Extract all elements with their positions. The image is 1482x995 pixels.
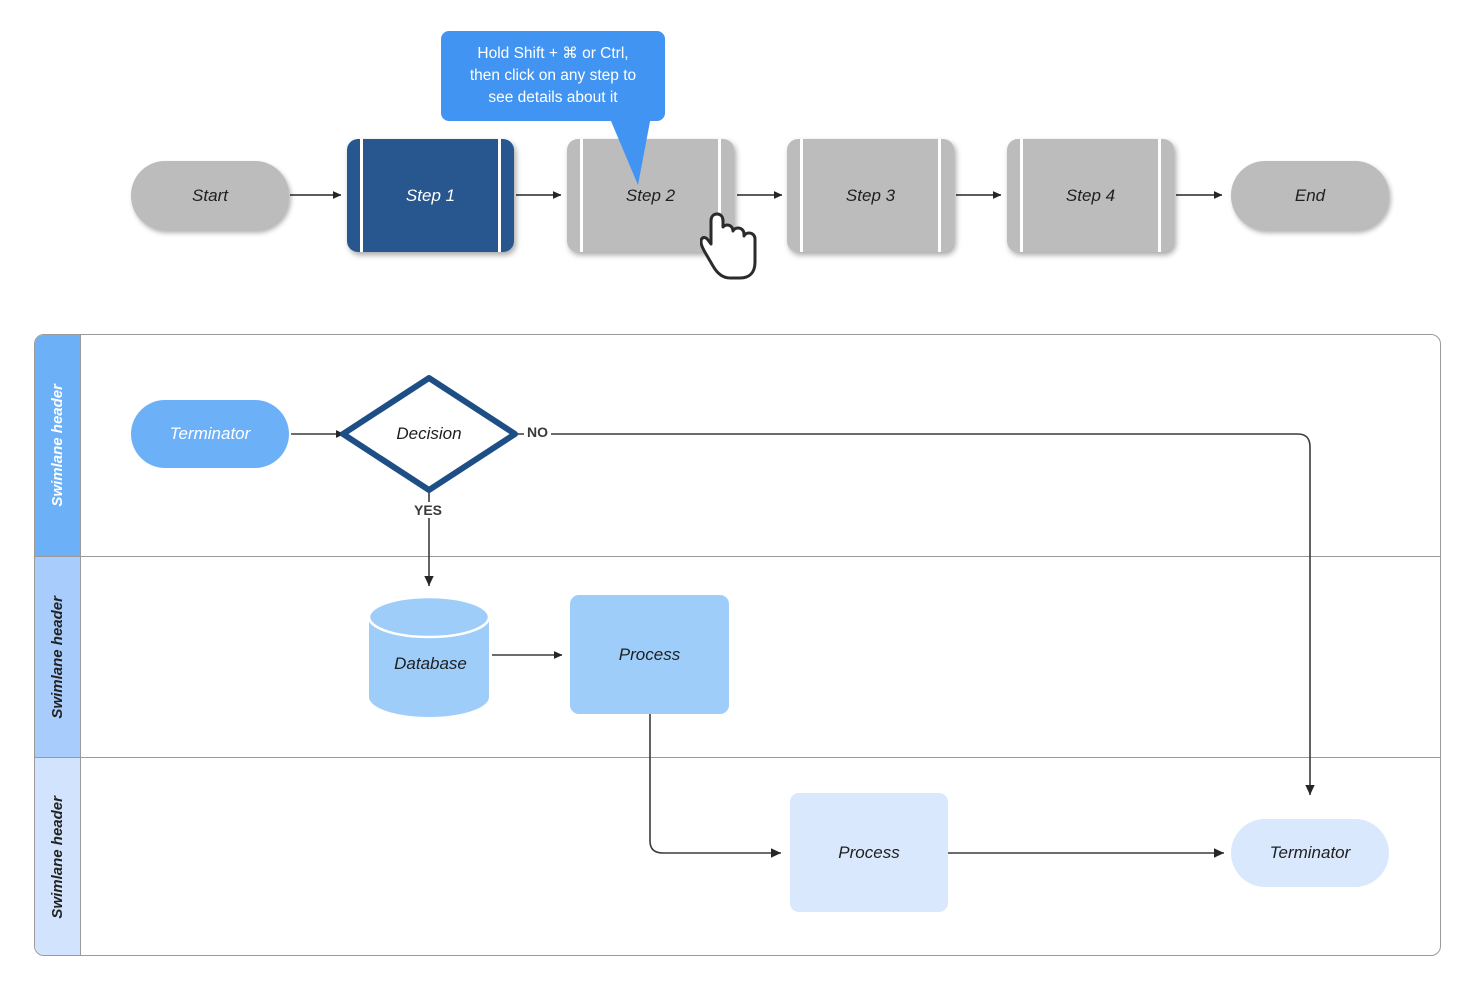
shape-process-bottom-label: Process — [838, 842, 900, 862]
step-4-label: Step 4 — [1065, 185, 1116, 205]
step-4[interactable]: Step 4 — [1007, 139, 1174, 252]
step-bar-right — [498, 139, 501, 252]
swimlane-header-3[interactable]: Swimlane header — [35, 758, 81, 955]
shape-terminator-bottom[interactable]: Terminator — [1231, 819, 1389, 887]
step-bar-right — [1158, 139, 1161, 252]
swimlane-row-2: Swimlane header — [35, 556, 1440, 757]
step-bar-right — [718, 139, 721, 252]
step-end[interactable]: End — [1231, 161, 1389, 230]
shape-process-mid-label: Process — [618, 644, 681, 664]
shape-terminator-top-label: Terminator — [169, 424, 251, 443]
step-end-label: End — [1294, 185, 1326, 205]
step-1[interactable]: Step 1 — [347, 139, 514, 252]
edge-label-no: NO — [524, 424, 551, 440]
swimlane-header-1[interactable]: Swimlane header — [35, 335, 81, 556]
step-3-label: Step 3 — [845, 185, 896, 205]
tooltip-line-1: Hold Shift + ⌘ or Ctrl, — [477, 45, 629, 62]
tooltip-line-3: see details about it — [488, 89, 618, 106]
tooltip-line-2: then click on any step to — [469, 67, 637, 84]
step-start[interactable]: Start — [131, 161, 289, 230]
step-3[interactable]: Step 3 — [787, 139, 954, 252]
step-bar-left — [1020, 139, 1023, 252]
swimlane-header-2[interactable]: Swimlane header — [35, 557, 81, 757]
shape-database-label: Database — [394, 654, 467, 673]
step-start-label: Start — [192, 185, 228, 205]
swimlane-row-1: Swimlane header — [35, 335, 1440, 556]
step-1-label: Step 1 — [405, 185, 456, 205]
step-bar-left — [360, 139, 363, 252]
step-2[interactable]: Step 2 — [567, 139, 734, 252]
swimlane-header-3-label: Swimlane header — [49, 796, 66, 919]
shape-process-bottom[interactable]: Process — [790, 793, 948, 912]
step-bar-left — [580, 139, 583, 252]
pointing-hand-cursor — [700, 212, 757, 280]
shape-terminator-bottom-label: Terminator — [1269, 843, 1351, 862]
shape-terminator-top[interactable]: Terminator — [131, 400, 289, 468]
swimlane-row-3: Swimlane header — [35, 757, 1440, 955]
step-bar-left — [800, 139, 803, 252]
edge-label-yes: YES — [411, 502, 446, 518]
swimlane-header-1-label: Swimlane header — [49, 384, 66, 507]
shape-decision-label: Decision — [396, 424, 462, 443]
shape-process-mid[interactable]: Process — [570, 595, 729, 714]
shortcut-tooltip: Hold Shift + ⌘ or Ctrl, then click on an… — [441, 31, 665, 121]
step-bar-right — [938, 139, 941, 252]
step-2-label: Step 2 — [625, 185, 676, 205]
swimlane-header-2-label: Swimlane header — [49, 595, 66, 719]
